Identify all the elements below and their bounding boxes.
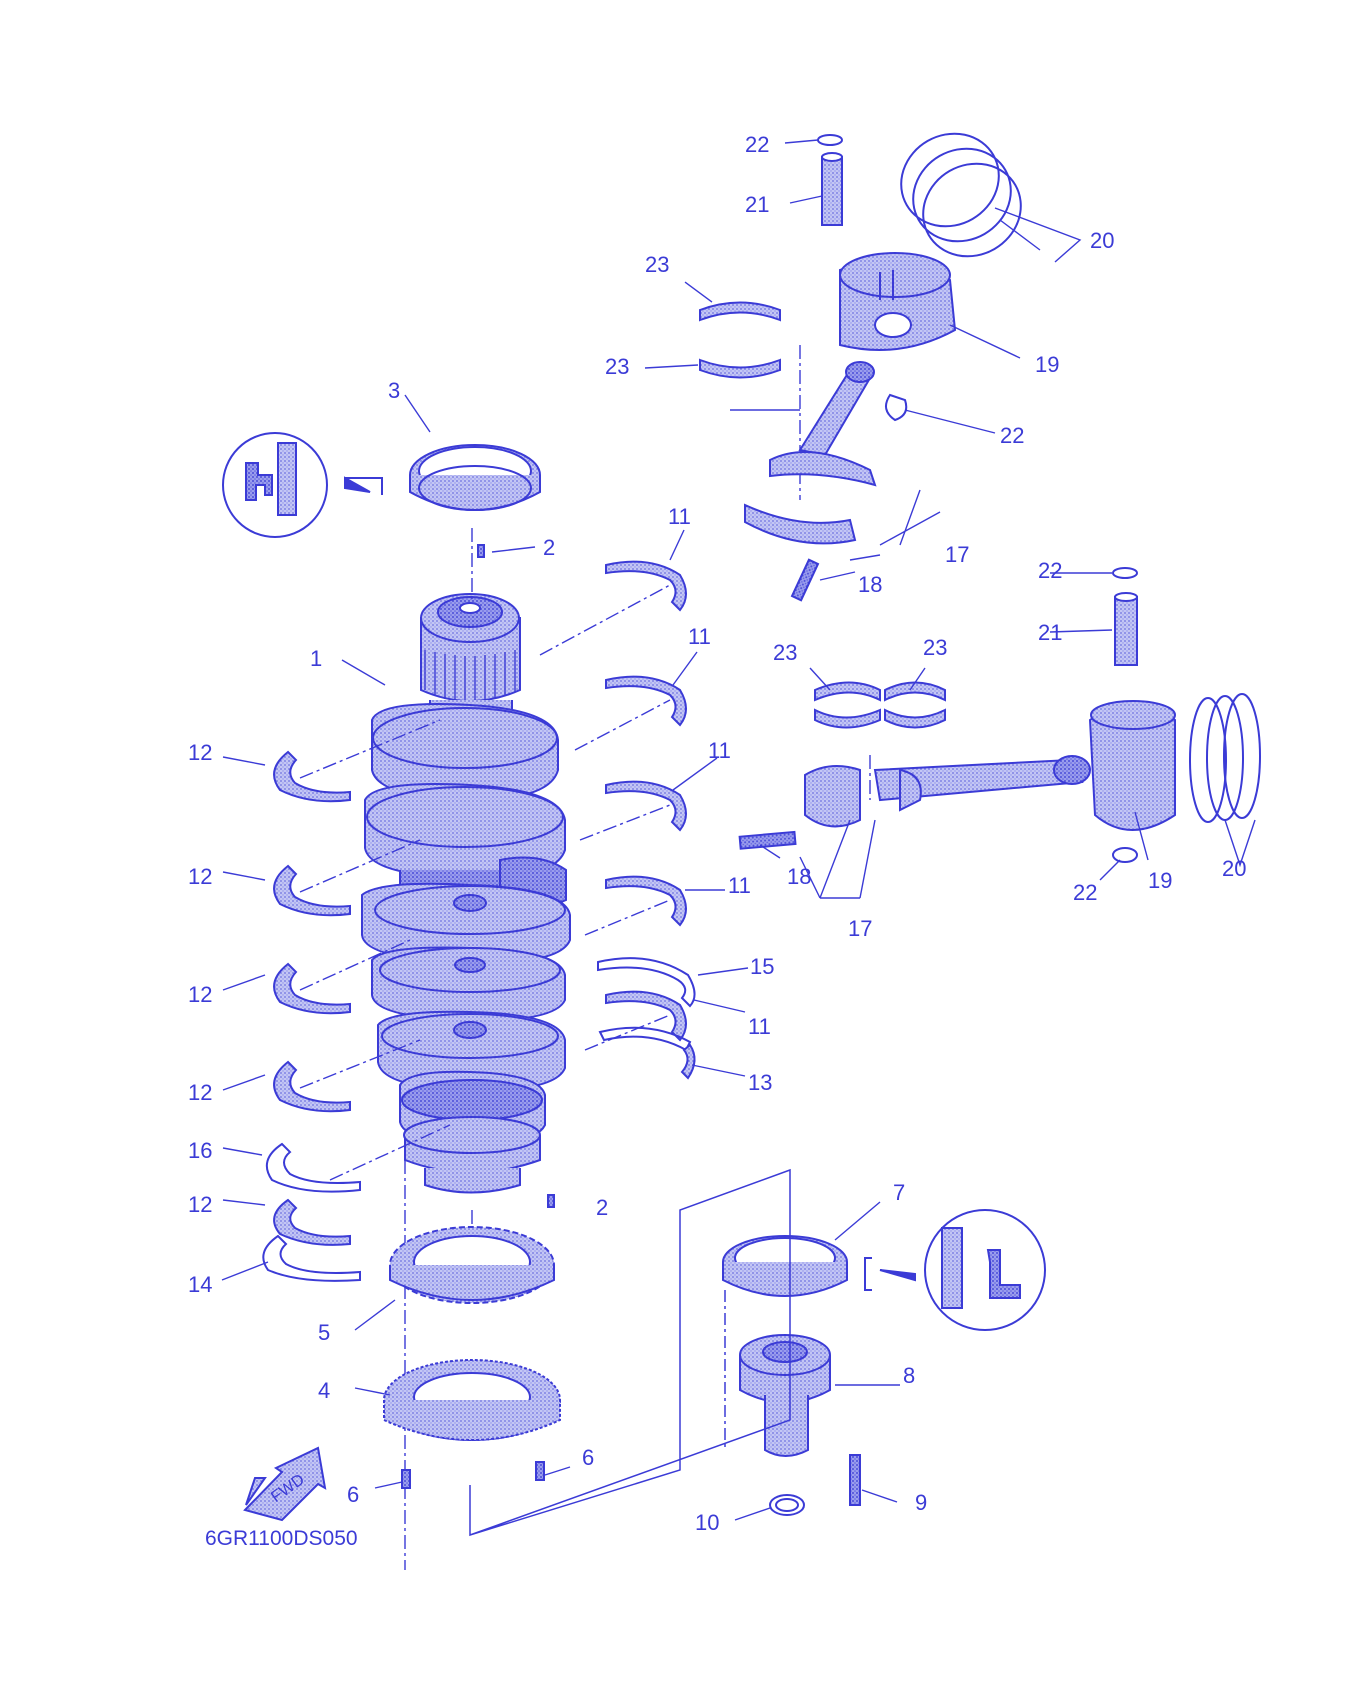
seal-detail-callout-left bbox=[222, 432, 383, 538]
callout-9: 9 bbox=[915, 1490, 927, 1515]
callout-1: 1 bbox=[310, 646, 322, 671]
callout-10: 10 bbox=[695, 1510, 719, 1535]
callout-6-left: 6 bbox=[347, 1482, 359, 1507]
bolt-6-right bbox=[535, 1461, 545, 1481]
callout-8: 8 bbox=[903, 1363, 915, 1388]
callout-labels: 1 2 3 11 11 11 11 11 15 13 12 12 12 12 1… bbox=[188, 132, 1246, 1550]
callout-20-b: 20 bbox=[1222, 856, 1246, 881]
diagram-code: 6GR1100DS050 bbox=[205, 1527, 358, 1550]
callout-12-e: 12 bbox=[188, 1192, 212, 1217]
oil-seal-rear bbox=[722, 1235, 848, 1297]
main-bearing-upper-set bbox=[597, 560, 696, 1080]
callout-23-d: 23 bbox=[923, 635, 947, 660]
callout-11-c: 11 bbox=[708, 738, 731, 763]
forward-arrow-icon bbox=[243, 1446, 327, 1522]
crank-pulley-hub bbox=[739, 1334, 831, 1516]
callout-7: 7 bbox=[893, 1180, 905, 1205]
callout-21-a: 21 bbox=[745, 192, 769, 217]
oil-seal-front bbox=[409, 444, 541, 511]
callout-20-a: 20 bbox=[1090, 228, 1114, 253]
callout-3: 3 bbox=[388, 378, 400, 403]
callout-15: 15 bbox=[750, 954, 774, 979]
callout-leaders bbox=[221, 139, 1256, 1521]
callout-2-top: 2 bbox=[543, 535, 555, 560]
callout-4: 4 bbox=[318, 1378, 330, 1403]
callout-6-right: 6 bbox=[582, 1445, 594, 1470]
callout-17-b: 17 bbox=[848, 916, 872, 941]
callout-22-a: 22 bbox=[745, 132, 769, 157]
callout-17-a: 17 bbox=[945, 542, 969, 567]
callout-23-a: 23 bbox=[645, 252, 669, 277]
knock-pin-bottom bbox=[547, 1194, 555, 1208]
assembly-bracket-lines bbox=[469, 1168, 791, 1537]
bolt-6-left bbox=[401, 1469, 411, 1489]
callout-23-c: 23 bbox=[773, 640, 797, 665]
callout-12-a: 12 bbox=[188, 740, 212, 765]
callout-22-c: 22 bbox=[1038, 558, 1062, 583]
callout-18-b: 18 bbox=[787, 864, 811, 889]
callout-11-b: 11 bbox=[688, 624, 711, 649]
callout-11-a: 11 bbox=[668, 504, 691, 529]
ring-gear bbox=[383, 1359, 561, 1441]
seal-detail-callout-right bbox=[864, 1209, 1046, 1331]
callout-22-d: 22 bbox=[1073, 880, 1097, 905]
piston-assembly-lower bbox=[738, 567, 1261, 863]
callout-12-c: 12 bbox=[188, 982, 212, 1007]
callout-2-bottom: 2 bbox=[596, 1195, 608, 1220]
callout-19-b: 19 bbox=[1148, 868, 1172, 893]
callout-11-d: 11 bbox=[728, 873, 751, 898]
knock-pin-top bbox=[477, 544, 485, 558]
pulsar-ring bbox=[389, 1226, 555, 1304]
callout-21-b: 21 bbox=[1038, 620, 1062, 645]
bolt-9 bbox=[849, 1454, 861, 1506]
callout-11-e: 11 bbox=[748, 1014, 771, 1039]
callout-12-b: 12 bbox=[188, 864, 212, 889]
callout-19-a: 19 bbox=[1035, 352, 1059, 377]
callout-18-a: 18 bbox=[858, 572, 882, 597]
piston-assembly-upper bbox=[699, 132, 1022, 602]
callout-13: 13 bbox=[748, 1070, 772, 1095]
callout-12-d: 12 bbox=[188, 1080, 212, 1105]
crankshaft bbox=[361, 593, 571, 1194]
callout-16: 16 bbox=[188, 1138, 212, 1163]
callout-5: 5 bbox=[318, 1320, 330, 1345]
main-bearing-lower-set bbox=[262, 750, 361, 1282]
callout-22-b: 22 bbox=[1000, 423, 1024, 448]
callout-14: 14 bbox=[188, 1272, 212, 1297]
callout-23-b: 23 bbox=[605, 354, 629, 379]
